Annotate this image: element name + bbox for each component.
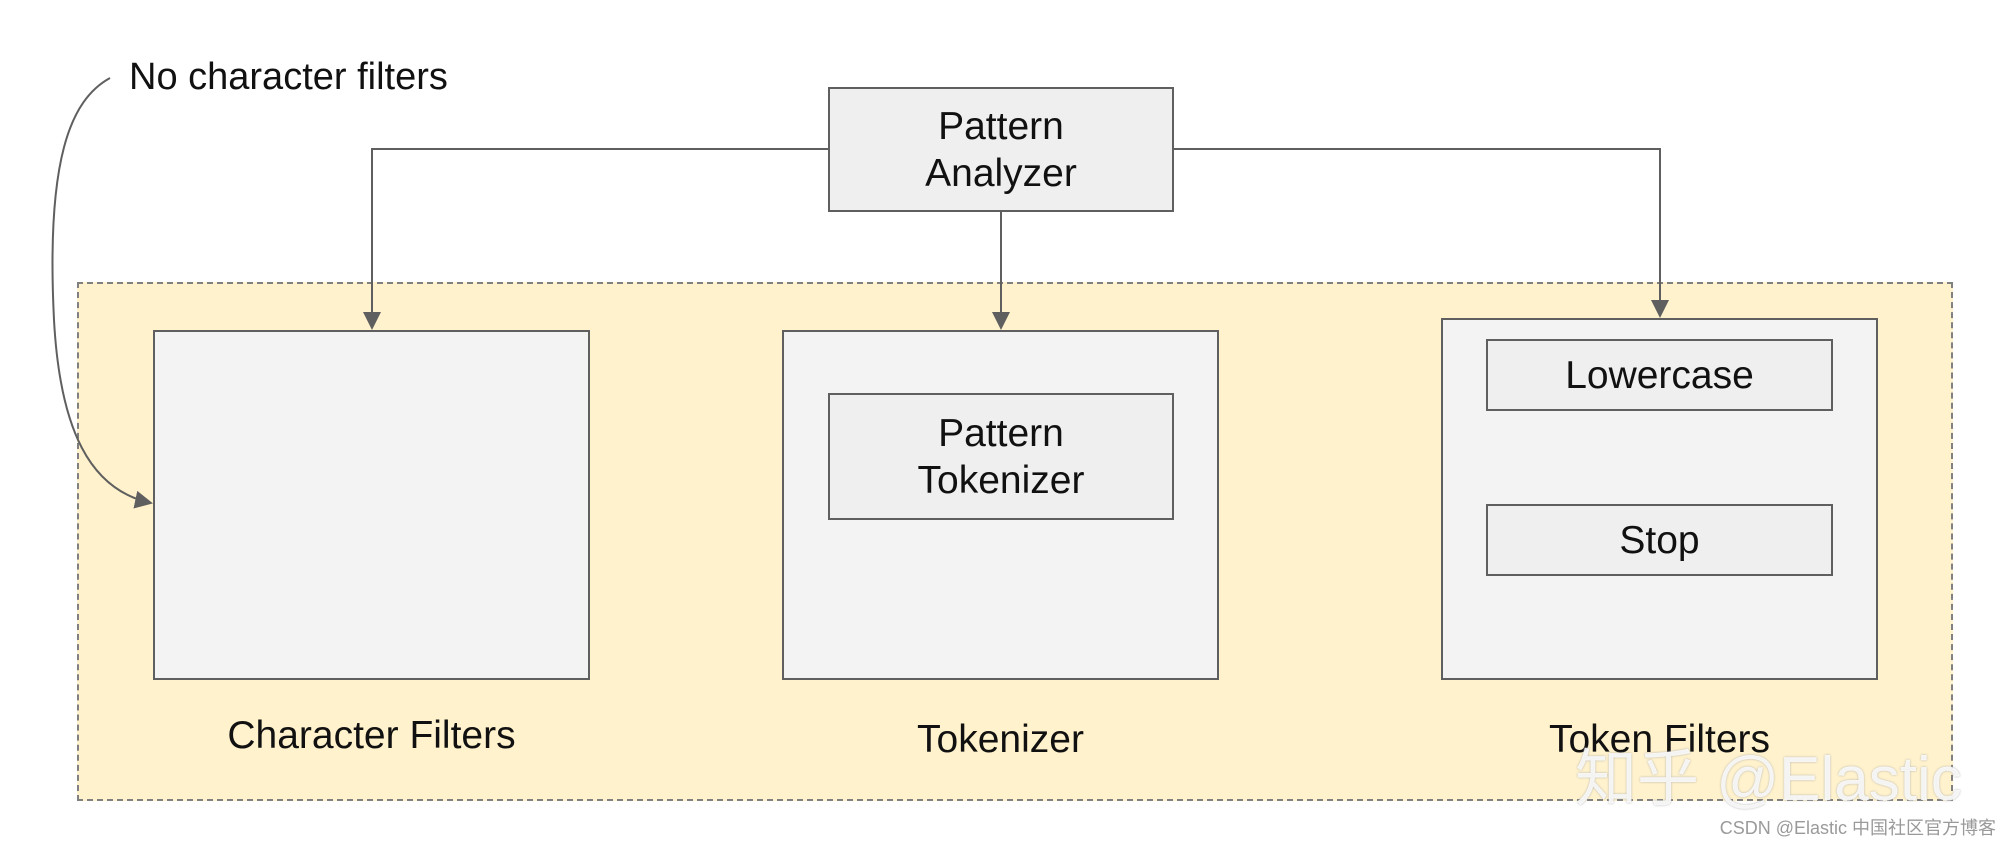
tokenizer-label: Tokenizer xyxy=(917,718,1084,761)
no-character-filters-note: No character filters xyxy=(129,56,448,98)
edge-analyzer-to-token-filters xyxy=(1174,148,1669,318)
lowercase-filter-box: Lowercase xyxy=(1486,339,1833,411)
token-filters-label: Token Filters xyxy=(1548,718,1771,761)
tokenizer-label-line1: Pattern xyxy=(938,411,1064,455)
character-filters-box xyxy=(153,330,590,680)
pattern-analyzer-box: Pattern Analyzer xyxy=(828,87,1174,212)
tokenizer-label-line2: Tokenizer xyxy=(917,458,1085,502)
analyzer-label-line1: Pattern xyxy=(938,104,1064,148)
stop-filter-box: Stop xyxy=(1486,504,1833,576)
watermark-main: 知乎 @Elastic xyxy=(1575,745,1962,814)
character-filters-label: Character Filters xyxy=(227,714,516,757)
watermark-credit: CSDN @Elastic 中国社区官方博客 xyxy=(1719,818,1996,838)
pattern-tokenizer-box: Pattern Tokenizer xyxy=(828,393,1174,520)
note-pointer-curve xyxy=(51,77,153,509)
analyzer-label-line2: Analyzer xyxy=(925,151,1077,195)
edge-analyzer-to-char-filters xyxy=(363,148,828,330)
